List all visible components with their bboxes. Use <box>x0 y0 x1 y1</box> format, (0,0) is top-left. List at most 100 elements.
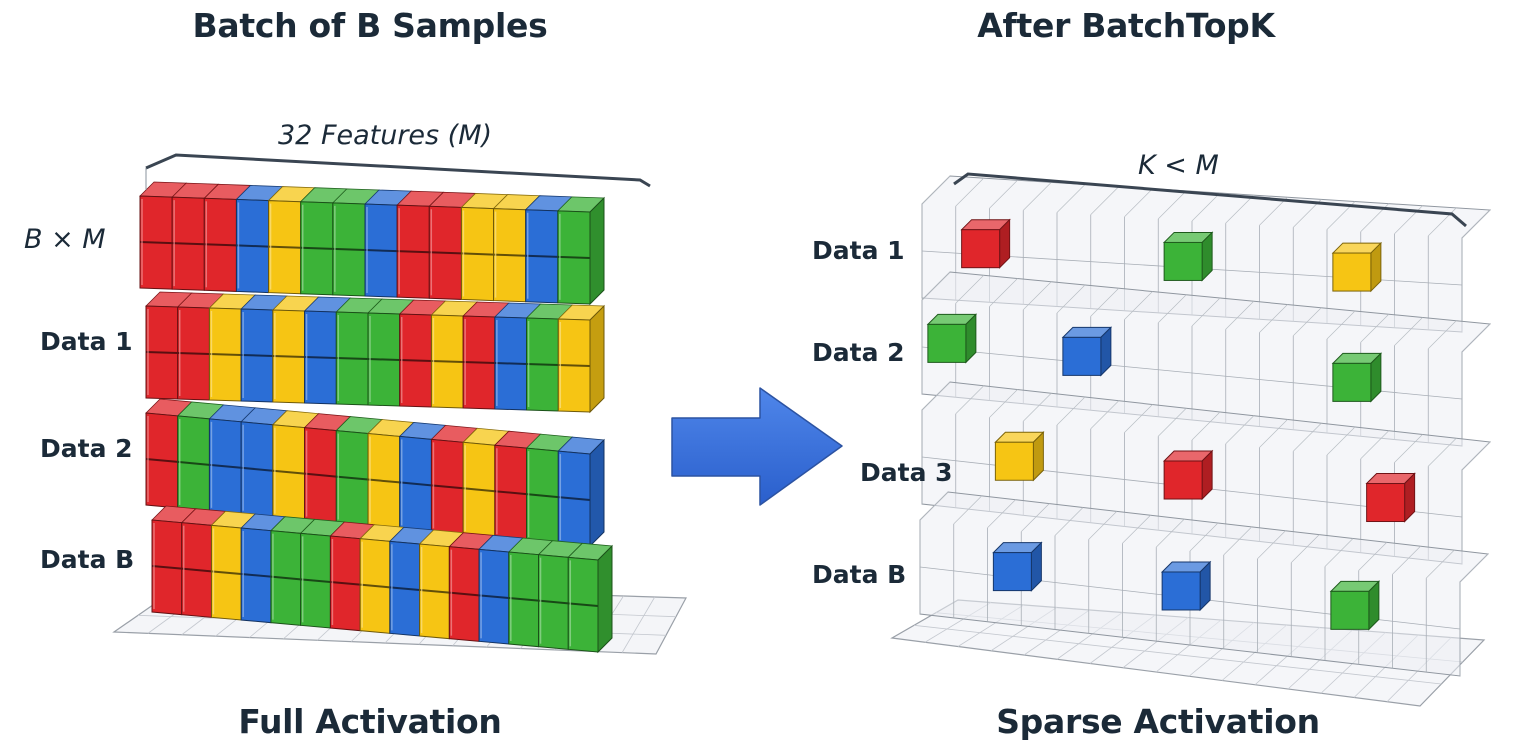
active-cell <box>396 190 445 299</box>
slot-divider <box>1259 304 1288 333</box>
active-feature-cube <box>994 431 1045 482</box>
slot-divider <box>1257 530 1286 559</box>
right-panel-title: After BatchTopK <box>977 6 1275 45</box>
left-row-label-data-b: Data B <box>40 545 135 574</box>
slot-divider <box>1293 423 1322 452</box>
row-end-face <box>597 544 613 654</box>
active-cell <box>359 524 405 634</box>
active-cell <box>270 516 316 626</box>
slot-divider <box>1090 288 1119 317</box>
grid-line <box>621 596 656 653</box>
slot-divider <box>1358 542 1387 571</box>
slot-divider <box>1189 522 1219 552</box>
slot-divider <box>1056 184 1086 213</box>
active-feature-cube <box>1329 580 1381 631</box>
slot-divider <box>1259 197 1288 226</box>
active-cell <box>240 294 288 403</box>
slot-divider <box>1021 503 1050 532</box>
active-feature-cube <box>1365 472 1416 523</box>
slot-divider <box>1459 553 1489 583</box>
active-cell <box>460 193 509 302</box>
slot-divider <box>1124 188 1153 217</box>
active-cell <box>208 404 257 515</box>
active-cell <box>430 424 479 535</box>
right-row-label-data-1: Data 1 <box>812 236 905 265</box>
active-cell <box>557 304 605 413</box>
slot-divider <box>1360 430 1389 459</box>
slot-divider <box>1394 434 1423 463</box>
left-panel-title: Batch of B Samples <box>192 6 548 45</box>
active-cell <box>145 291 193 400</box>
sparse-activation-matrix <box>919 175 1492 677</box>
active-cell <box>271 295 320 404</box>
row-end-face <box>589 304 605 414</box>
slot-divider <box>1090 186 1119 215</box>
active-cell <box>525 433 574 544</box>
left-row-label-data-1: Data 1 <box>40 327 133 356</box>
active-cell <box>388 526 435 637</box>
active-cell <box>364 189 413 298</box>
feature-brace <box>145 153 651 190</box>
slot-divider <box>1326 426 1356 456</box>
k-brace <box>953 172 1467 228</box>
row-end-face <box>589 196 605 306</box>
active-cell <box>556 196 605 305</box>
right-arrow-icon <box>671 387 843 506</box>
slot-divider <box>955 275 984 304</box>
slot-divider <box>1191 192 1221 222</box>
active-feature-cube <box>1162 231 1214 282</box>
active-feature-cube <box>1160 560 1212 612</box>
slot-divider <box>919 491 949 521</box>
slot-divider <box>1326 310 1356 340</box>
slot-divider <box>921 381 951 411</box>
slot-divider <box>1291 534 1320 563</box>
active-cell <box>303 296 352 405</box>
active-cell <box>462 427 510 538</box>
active-feature-cube <box>960 218 1011 269</box>
active-cell <box>492 194 541 303</box>
active-cell <box>524 195 573 304</box>
active-feature-cube <box>1162 449 1214 501</box>
slot-divider <box>1054 507 1084 536</box>
active-cell <box>240 407 288 518</box>
active-cell <box>428 191 477 300</box>
active-cell <box>299 518 346 629</box>
active-cell <box>267 186 316 295</box>
k-less-than-m-label: K < M <box>1138 150 1219 181</box>
slot-divider <box>989 180 1018 209</box>
slot-divider <box>921 175 951 205</box>
active-cell <box>176 401 225 512</box>
dense-row <box>151 505 613 654</box>
slot-divider <box>1392 546 1421 575</box>
slot-divider <box>1293 307 1322 336</box>
dense-row <box>145 291 605 414</box>
matrix-dimension-label: B × M <box>24 224 106 255</box>
slot-divider <box>1461 323 1491 353</box>
left-row-label-data-2: Data 2 <box>40 434 133 463</box>
left-panel-caption: Full Activation <box>238 702 502 741</box>
slot-divider <box>1225 194 1254 224</box>
slot-divider <box>1023 393 1052 422</box>
slot-divider <box>1225 301 1254 330</box>
slot-divider <box>989 389 1018 418</box>
active-cell <box>557 436 605 547</box>
active-cell <box>335 416 383 527</box>
slot-divider <box>1259 419 1288 448</box>
slot-divider <box>955 385 984 414</box>
active-cell <box>208 293 257 402</box>
slot-divider <box>1191 411 1221 441</box>
active-cell <box>567 542 613 653</box>
slot-divider <box>1324 538 1354 567</box>
slot-divider <box>1191 297 1221 327</box>
slot-divider <box>1428 438 1457 467</box>
active-feature-cube <box>1061 326 1113 377</box>
feature-count-label: 32 Features (M) <box>278 120 493 151</box>
brace-line <box>145 153 651 188</box>
active-cell <box>329 521 376 632</box>
active-cell <box>367 298 415 407</box>
slot-divider <box>1023 182 1052 211</box>
active-cell <box>448 532 494 642</box>
slot-divider <box>1056 284 1086 314</box>
right-panel-caption: Sparse Activation <box>996 702 1320 741</box>
slot-divider <box>1122 515 1151 544</box>
